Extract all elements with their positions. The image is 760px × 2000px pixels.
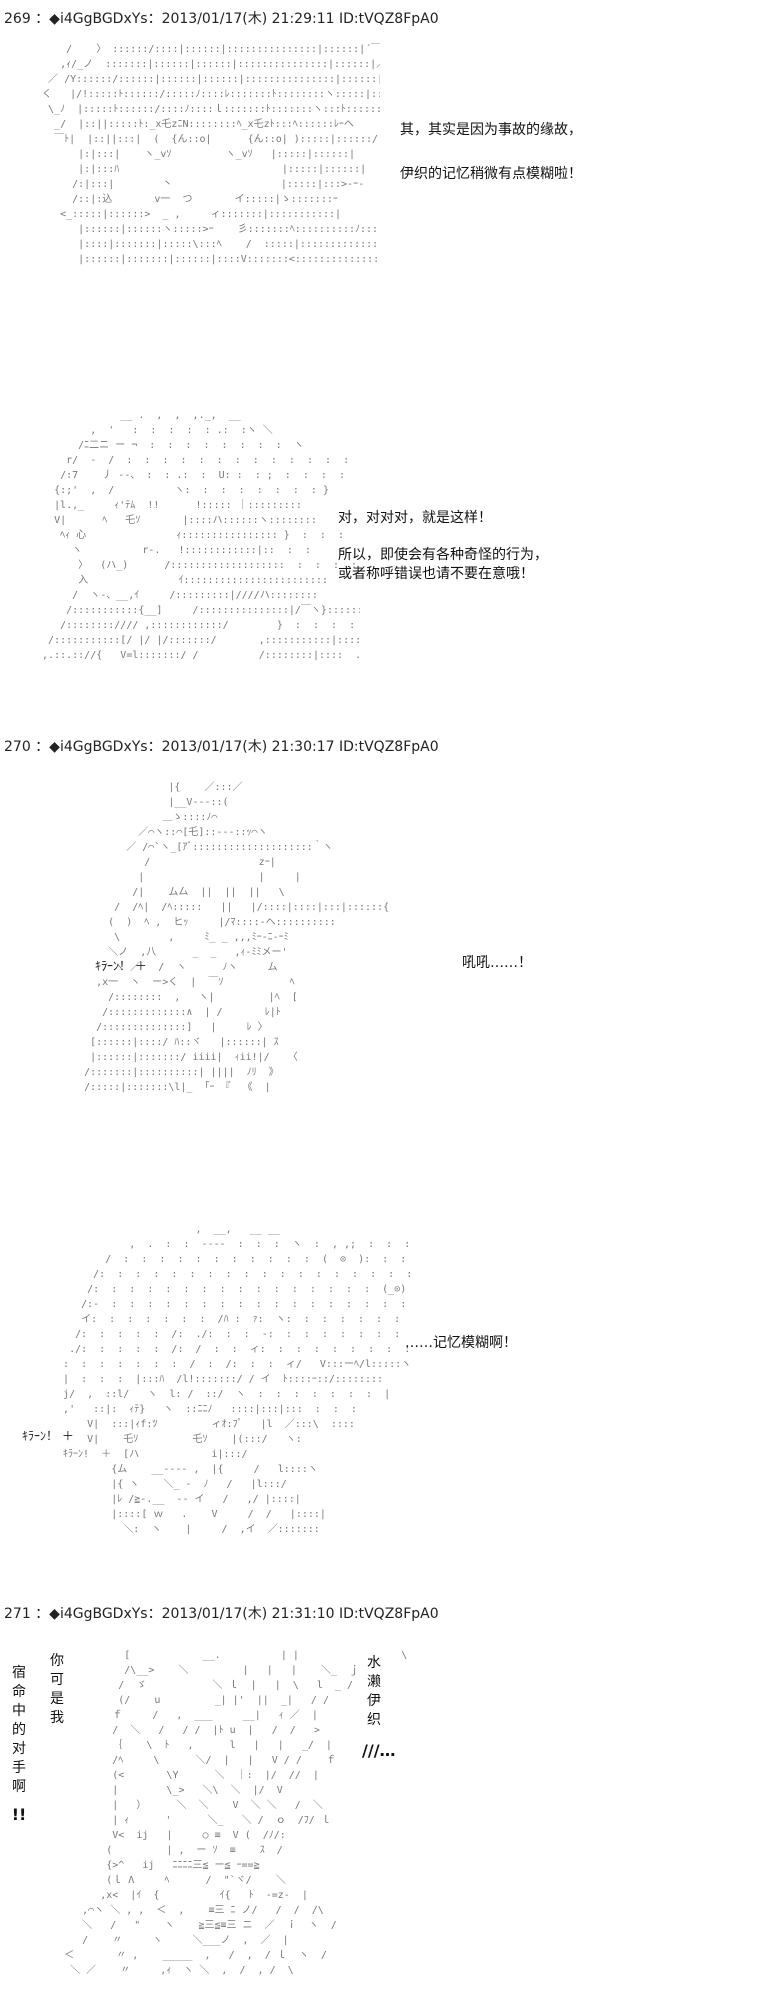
post-header-269: 269 ：◆i4GgBGDxYs：2013/01/17(木) 21:29:11 … xyxy=(4,11,439,27)
blush-marks: ///… xyxy=(362,1741,396,1760)
speech-line: 或者称呼错误也请不要在意哦！ xyxy=(338,566,534,582)
speech-line: 伊织的记忆稍微有点模糊啦！ xyxy=(400,166,582,182)
post-header-271: 271 ：◆i4GgBGDxYs：2013/01/17(木) 21:31:10 … xyxy=(4,1606,439,1622)
ascii-art-iori-smile: / 〉 ::::::/::::|::::::|:::::::::::::::|:… xyxy=(42,44,380,265)
vertical-text-you-are: 你可是我 xyxy=(50,1653,64,1726)
speech-line: 其，其实是因为事故的缘故， xyxy=(400,122,582,138)
sfx-sparkle: ｷﾗｰﾝ！ ＋ xyxy=(95,959,147,973)
post-header-270: 270 ：◆i4GgBGDxYs：2013/01/17(木) 21:30:17 … xyxy=(4,739,439,755)
vertical-text-rival: 宿命中的对手啊 xyxy=(12,1665,26,1795)
speech-line: 对，对对对，就是这样！ xyxy=(338,510,492,526)
speech-line: 所以，即使会有各种奇怪的行为， xyxy=(338,547,548,563)
vertical-text-name: 水濑伊织 xyxy=(367,1655,381,1728)
ascii-art-iori-memory: , __, __ __ , . : : ---- : : : ヽ : , ,; … xyxy=(63,1224,410,1535)
ascii-art-iori-sparkle: |{ ／:::／ |__V---::( ＿ゝ::::ﾉ⌒ ／⌒ヽ::⌒[乇]::… xyxy=(84,782,390,1093)
ascii-art-rival: [ __. | | \ /\__> ＼ | | | ＼_ ｊ / ゞ ＼ ｌ |… xyxy=(64,1650,408,1976)
speech-line: ……记忆模糊啊！ xyxy=(405,1335,517,1351)
ascii-art-iori-sweat: __ . , , ,._, __ , ' : : : : : .: :ヽ ＼ /… xyxy=(42,410,360,661)
speech-line: 吼吼……！ xyxy=(462,955,532,971)
exclamation-marks: !! xyxy=(11,1805,27,1824)
sfx-sparkle: ｷﾗｰﾝ！ ＋ xyxy=(22,1429,74,1443)
